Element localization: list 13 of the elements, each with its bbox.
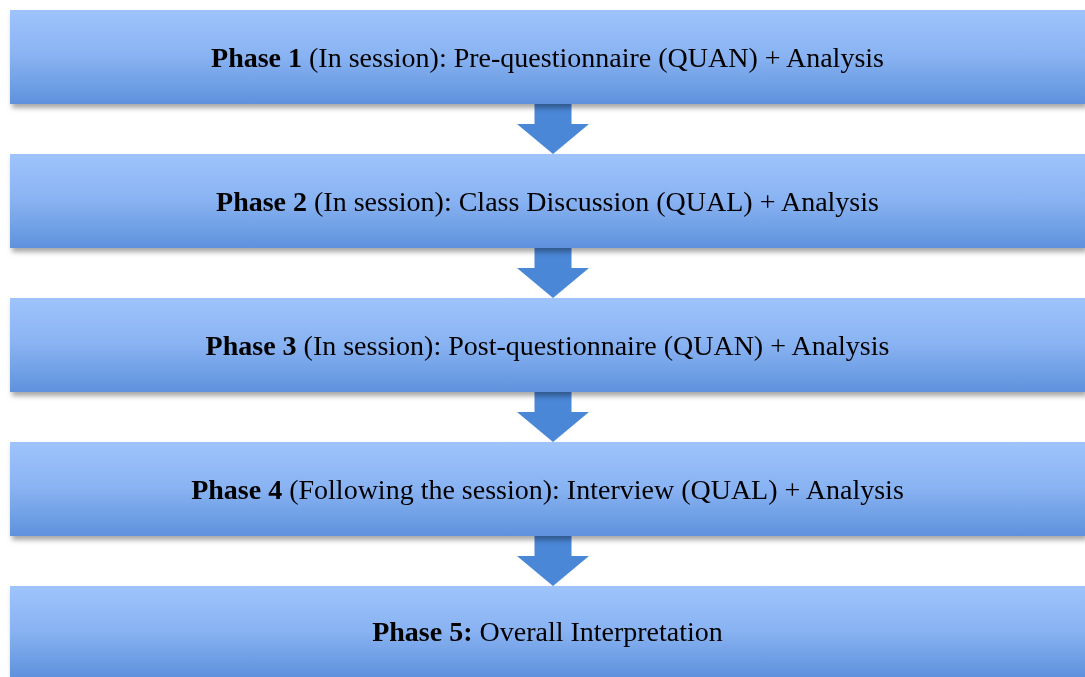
phase-box [10, 10, 1085, 104]
block-arrow [517, 248, 589, 298]
phase-text: Phase 1 (In session): Pre-questionnaire (QUAN) + Analysis [211, 40, 884, 75]
phase-text: Phase 3 (In session): Post-questionnaire (QUAN) + Analysis [205, 328, 890, 363]
phase-box [10, 154, 1085, 248]
phase-text: Phase 5: Overall Interpretation [372, 615, 723, 649]
phase-box [10, 442, 1085, 536]
phase-text: Phase 2 (In session): Class Discussion (QUAL) + Analysis [216, 184, 879, 219]
phase-text: Phase 4 (Following the session): Interview (QUAL) + Analysis [191, 472, 904, 507]
block-arrow [517, 104, 589, 154]
phase-box [10, 586, 1085, 677]
block-arrow [517, 392, 589, 442]
phase-box [10, 298, 1085, 392]
